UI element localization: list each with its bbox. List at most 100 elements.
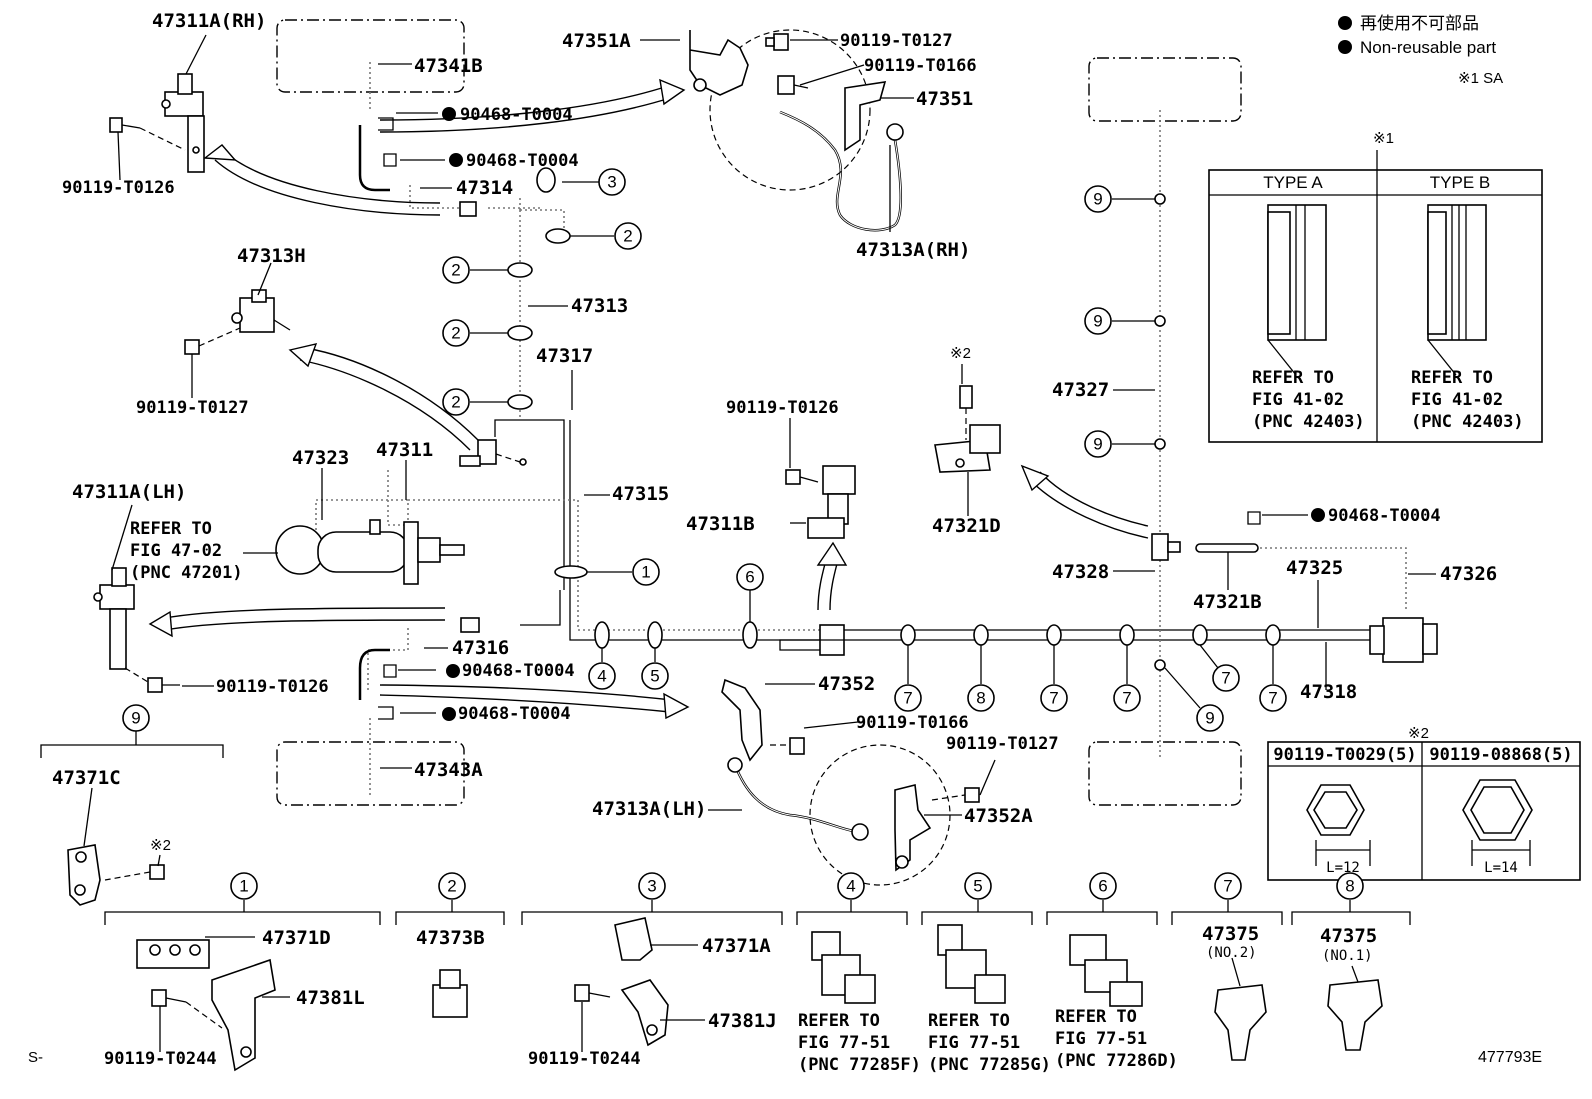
group-brackets bbox=[40, 730, 1411, 925]
label-47341b: 47341B bbox=[414, 55, 483, 77]
label-47313: 47313 bbox=[571, 295, 628, 317]
part-47311a-lh-icon bbox=[93, 567, 180, 693]
label-47318: 47318 bbox=[1300, 681, 1357, 703]
area-box-lh bbox=[276, 741, 465, 806]
type-b-refer-3: (PNC 42403) bbox=[1411, 412, 1524, 432]
svg-text:7: 7 bbox=[903, 689, 912, 708]
label-47371d: 47371D bbox=[262, 927, 331, 949]
svg-text:5: 5 bbox=[650, 667, 659, 686]
clip-47375-no1-icon bbox=[1327, 979, 1383, 1051]
label-47321d: 47321D bbox=[932, 515, 1001, 537]
bolt-b-header: 90119-08868(5) bbox=[1429, 745, 1572, 765]
clamp-group5-icon bbox=[937, 924, 1006, 1004]
type-b-refer-2: FIG 41-02 bbox=[1411, 390, 1503, 410]
label-refer-6-2: FIG 77-51 bbox=[1055, 1029, 1147, 1049]
svg-text:9: 9 bbox=[1093, 312, 1102, 331]
part-47381j-icon bbox=[574, 979, 669, 1047]
label-47375-no2: 47375 bbox=[1202, 923, 1259, 945]
callout-7: 7 bbox=[1040, 684, 1068, 712]
label-47328: 47328 bbox=[1052, 561, 1109, 583]
svg-text:5: 5 bbox=[973, 877, 982, 896]
callout-9: 9 bbox=[1196, 704, 1224, 732]
callout-7: 7 bbox=[1214, 872, 1242, 900]
non-reusable-dot-icon bbox=[1338, 16, 1352, 30]
type-a-refer-1: REFER TO bbox=[1252, 368, 1334, 388]
svg-text:7: 7 bbox=[1049, 689, 1058, 708]
callout-7: 7 bbox=[1113, 684, 1141, 712]
label-47313a-lh: 47313A(LH) bbox=[592, 798, 706, 820]
label-90468-t0004: 90468-T0004 bbox=[458, 704, 571, 724]
callout-2: 2 bbox=[442, 388, 470, 416]
non-reusable-dot-icon bbox=[442, 707, 456, 721]
label-90468-t0004: 90468-T0004 bbox=[462, 661, 575, 681]
part-47352-bracket-icon bbox=[721, 678, 805, 762]
part-47321d-icon bbox=[934, 385, 1001, 473]
label-90468-t0004: 90468-T0004 bbox=[466, 151, 579, 171]
callout-3: 3 bbox=[598, 168, 626, 196]
label-47315: 47315 bbox=[612, 483, 669, 505]
type-b-refer-1: REFER TO bbox=[1411, 368, 1493, 388]
callout-7: 7 bbox=[1259, 684, 1287, 712]
svg-text:4: 4 bbox=[597, 667, 606, 686]
svg-text:1: 1 bbox=[641, 563, 650, 582]
part-47311b-icon bbox=[785, 465, 856, 539]
callout-2: 2 bbox=[438, 872, 466, 900]
legend-jp: 再使用不可部品 bbox=[1360, 13, 1479, 33]
label-47323: 47323 bbox=[292, 447, 349, 469]
type-b-boot-icon bbox=[1427, 204, 1487, 376]
callout-1: 1 bbox=[230, 872, 258, 900]
label-90119-t0127: 90119-T0127 bbox=[136, 398, 249, 418]
part-47373b-icon bbox=[432, 969, 468, 1018]
type-b-header: TYPE B bbox=[1430, 173, 1490, 192]
label-refer-5-3: (PNC 77285G) bbox=[928, 1055, 1051, 1075]
part-47311a-rh-icon bbox=[161, 73, 205, 173]
label-47313a-rh: 47313A(RH) bbox=[856, 239, 970, 261]
bolt-90119-t0127-icon bbox=[765, 33, 789, 51]
label-47311a-rh: 47311A(RH) bbox=[152, 10, 266, 32]
label-47343a: 47343A bbox=[414, 759, 483, 781]
note2-mark: ※2 bbox=[1408, 725, 1429, 742]
svg-text:3: 3 bbox=[647, 877, 656, 896]
legend-en: Non-reusable part bbox=[1360, 38, 1496, 57]
label-90119-t0126: 90119-T0126 bbox=[726, 398, 839, 418]
part-47321b-pipe-icon bbox=[1195, 543, 1259, 553]
svg-text:4: 4 bbox=[846, 877, 855, 896]
svg-text:8: 8 bbox=[1345, 877, 1354, 896]
bolt-a-length: L=12 bbox=[1326, 860, 1360, 876]
bolt-b-length: L=14 bbox=[1484, 860, 1518, 876]
label-refer-5-2: FIG 77-51 bbox=[928, 1033, 1020, 1053]
svg-text:8: 8 bbox=[976, 689, 985, 708]
part-47351-clip-icon bbox=[844, 81, 887, 152]
label-47313h: 47313H bbox=[237, 245, 306, 267]
label-90119-t0244: 90119-T0244 bbox=[528, 1049, 641, 1069]
svg-text:6: 6 bbox=[745, 568, 754, 587]
label-refer-4-1: REFER TO bbox=[798, 1011, 880, 1031]
label-47351: 47351 bbox=[916, 88, 973, 110]
direction-arrows bbox=[148, 78, 1149, 720]
clip-47375-no2-icon bbox=[1214, 984, 1267, 1061]
callout-9: 9 bbox=[1084, 307, 1112, 335]
svg-text:7: 7 bbox=[1268, 689, 1277, 708]
note1-mark: ※1 bbox=[1373, 130, 1394, 147]
area-box-rear-bottom bbox=[1088, 741, 1242, 806]
callout-6: 6 bbox=[1089, 872, 1117, 900]
label-47317: 47317 bbox=[536, 345, 593, 367]
footer-left: S- bbox=[28, 1049, 43, 1066]
leader-lines bbox=[83, 34, 1436, 1052]
part-47381l-icon bbox=[211, 958, 276, 1072]
note2-mark: ※2 bbox=[150, 837, 171, 854]
label-90119-t0126: 90119-T0126 bbox=[216, 677, 329, 697]
brake-pipes bbox=[315, 62, 1407, 834]
label-47375-no2-sub: (NO.2) bbox=[1206, 945, 1257, 961]
bolt-table: ※2 90119-T0029(5) 90119-08868(5) L=12 L=… bbox=[1267, 725, 1581, 881]
hose-end-icon bbox=[851, 823, 869, 841]
label-47311b: 47311B bbox=[686, 513, 755, 535]
part-47371c-clamp-icon bbox=[67, 844, 165, 906]
legend: 再使用不可部品 Non-reusable part ※1 SA bbox=[1338, 13, 1503, 87]
part-47371d-icon bbox=[136, 939, 210, 969]
callout-8: 8 bbox=[1336, 872, 1364, 900]
label-47326: 47326 bbox=[1440, 563, 1497, 585]
non-reusable-dot-icon bbox=[446, 664, 460, 678]
footer-code: 477793E bbox=[1478, 1049, 1542, 1066]
